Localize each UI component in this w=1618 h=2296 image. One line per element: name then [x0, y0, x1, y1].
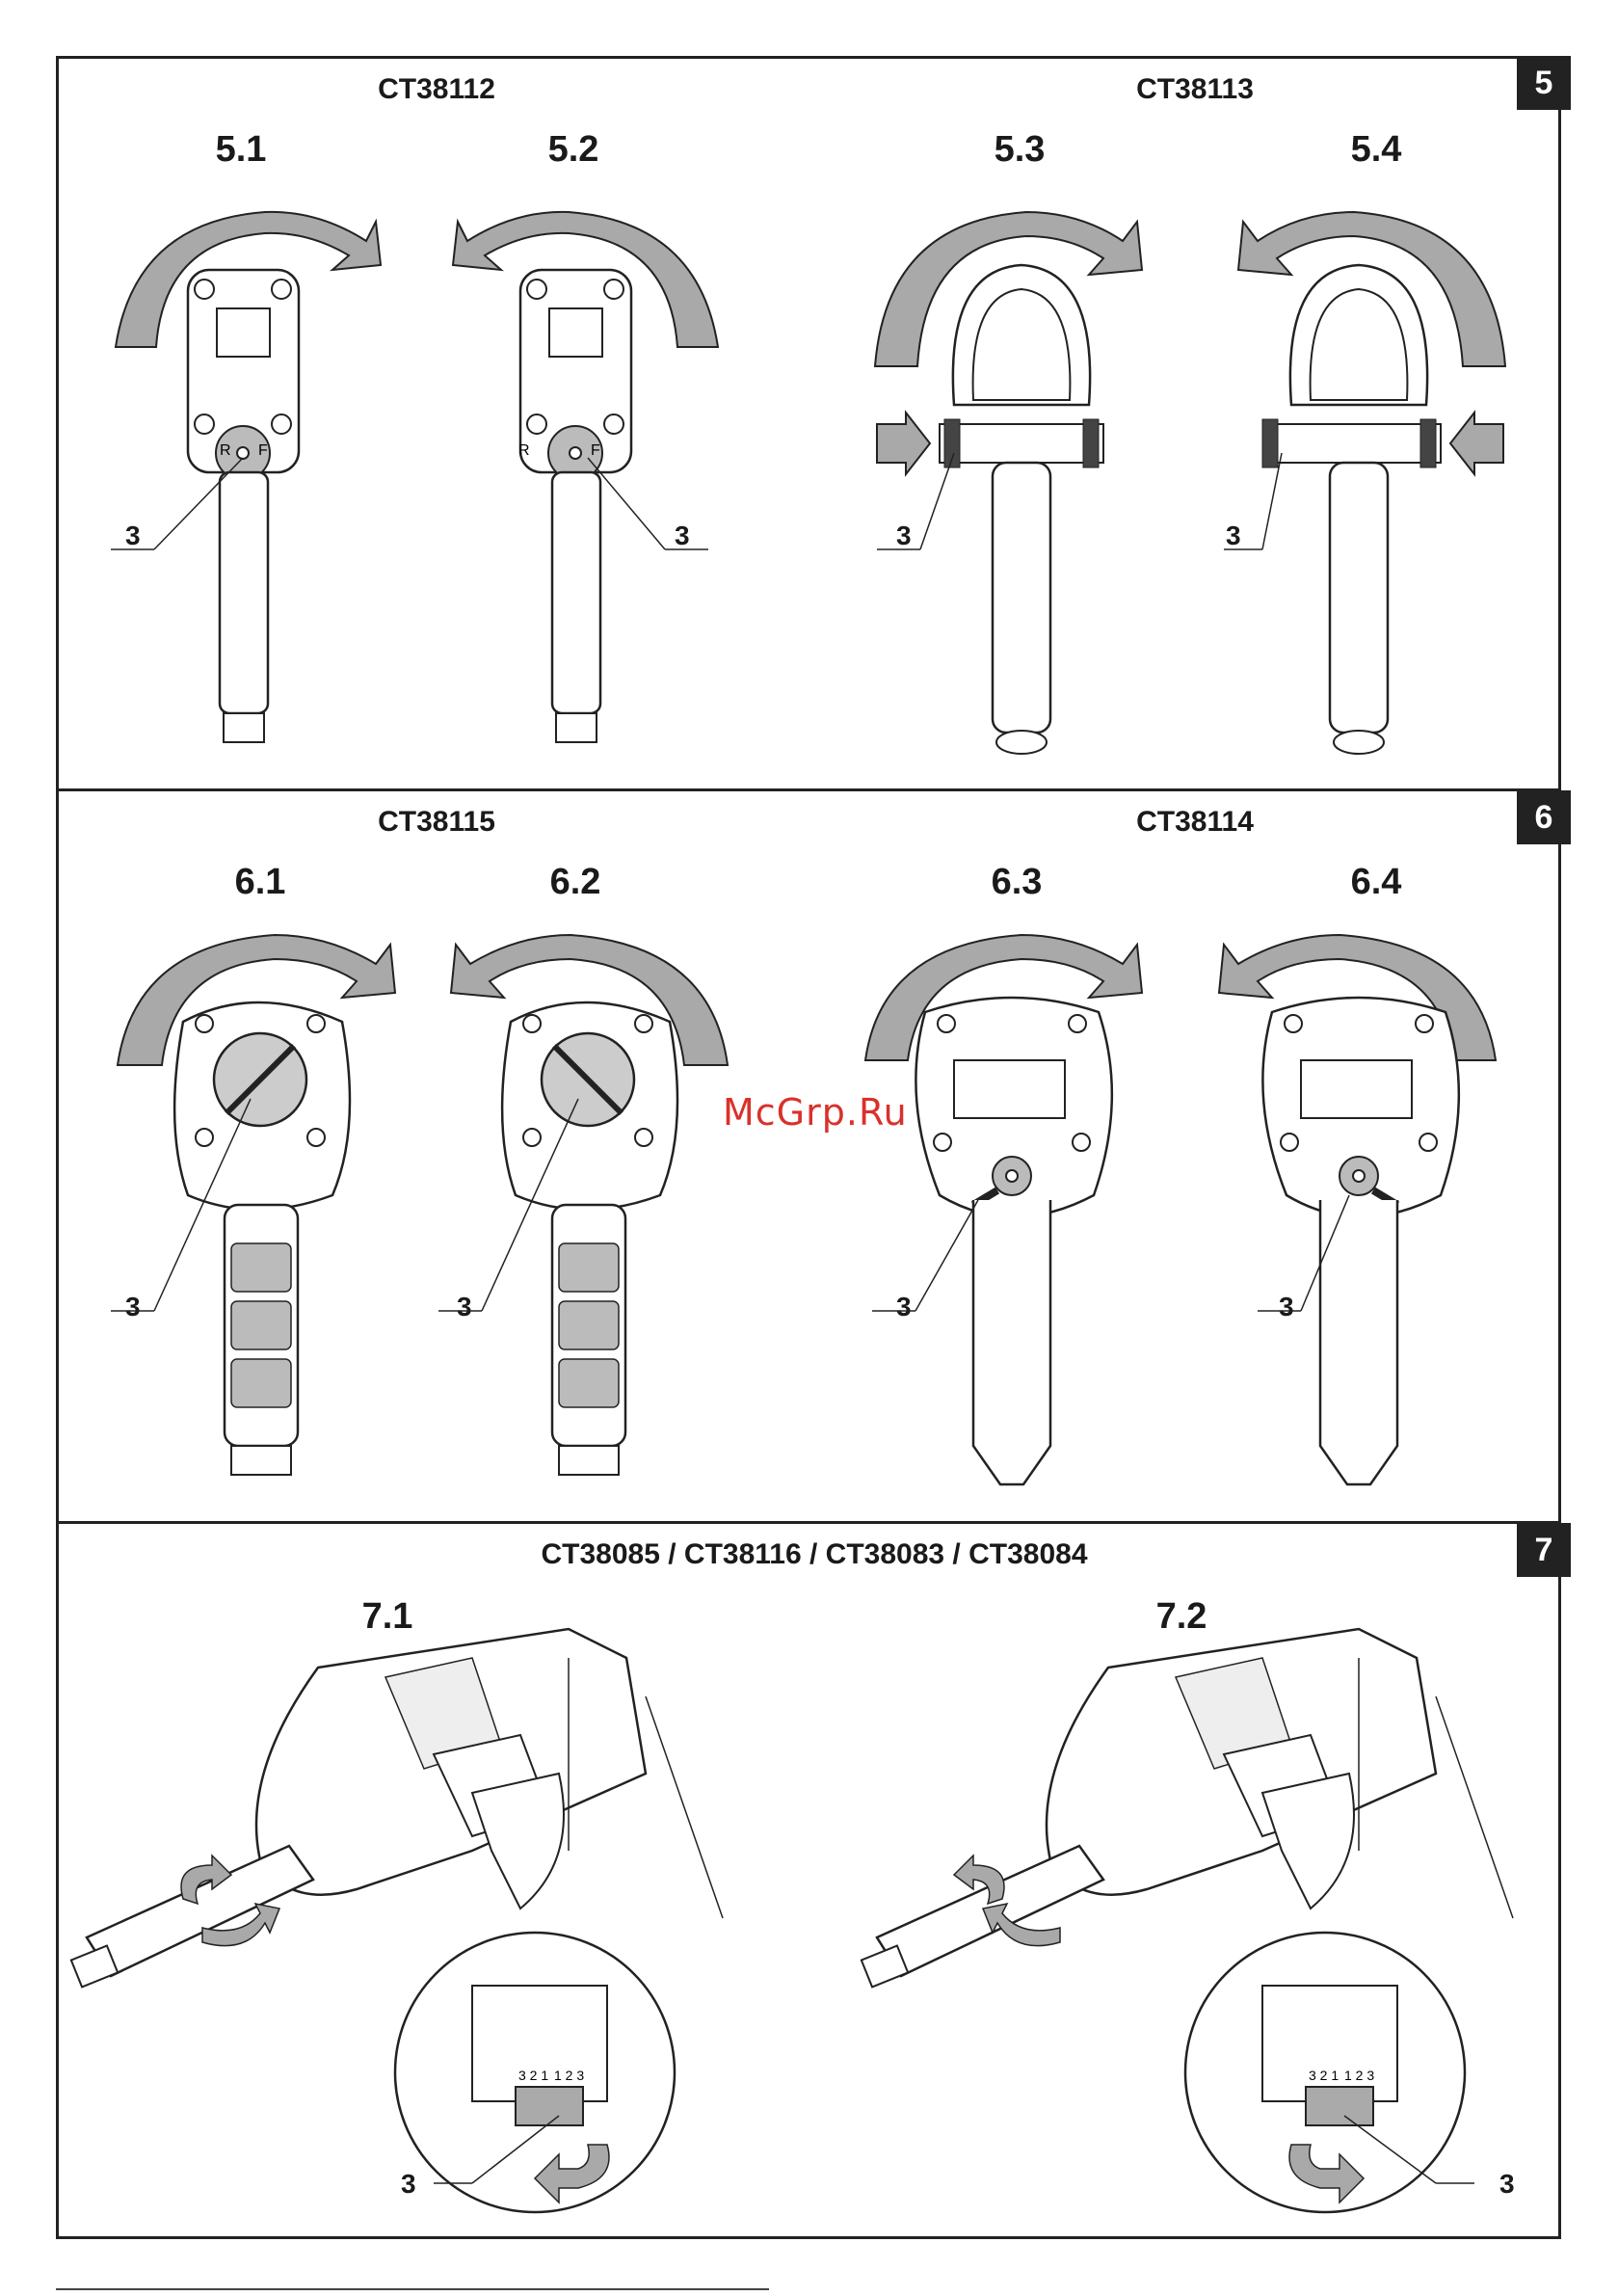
- dial-reverse-label: R: [220, 442, 231, 459]
- model-label: CT38085 / CT38116 / CT38083 / CT38084: [541, 1538, 1087, 1571]
- dial-scale-left: 3 2 1: [518, 2068, 548, 2083]
- model-label: CT38112: [378, 73, 495, 106]
- push-arrow-icon: [877, 413, 930, 474]
- figure-number: 6.3: [992, 862, 1043, 903]
- figure-number: 6.1: [235, 862, 286, 903]
- section-divider: [56, 788, 1561, 791]
- impact-wrench-icon: 3 2 1 1 2 3: [67, 1600, 761, 2236]
- impact-wrench-icon: [848, 183, 1176, 781]
- figure-number: 5.2: [548, 129, 599, 171]
- dial-forward-label: F: [591, 442, 600, 459]
- dial-reverse-label: R: [518, 442, 530, 459]
- impact-wrench-icon: [848, 906, 1166, 1504]
- impact-wrench-icon: R F: [429, 183, 737, 781]
- section-badge-7: 7: [1517, 1523, 1571, 1577]
- model-label: CT38115: [378, 806, 495, 839]
- impact-wrench-icon: [1205, 183, 1532, 781]
- figure-number: 6.2: [550, 862, 601, 903]
- section-badge-5: 5: [1517, 56, 1571, 110]
- impact-wrench-icon: [96, 906, 414, 1504]
- model-label: CT38113: [1136, 73, 1254, 106]
- figure-number: 6.4: [1351, 862, 1402, 903]
- dial-scale-left: 3 2 1: [1309, 2068, 1339, 2083]
- figure-number: 5.4: [1351, 129, 1402, 171]
- dial-scale-right: 1 2 3: [554, 2068, 584, 2083]
- impact-wrench-icon: [424, 906, 742, 1504]
- dial-scale-right: 1 2 3: [1344, 2068, 1374, 2083]
- section-badge-6: 6: [1517, 790, 1571, 844]
- model-label: CT38114: [1136, 806, 1254, 839]
- section-divider: [56, 1521, 1561, 1524]
- push-arrow-icon: [1450, 413, 1503, 474]
- footer-rule: [56, 2288, 769, 2290]
- impact-wrench-icon: [1195, 906, 1513, 1504]
- impact-wrench-icon: R F: [96, 183, 405, 781]
- figure-number: 5.3: [995, 129, 1046, 171]
- figure-number: 5.1: [216, 129, 267, 171]
- impact-wrench-icon: 3 2 1 1 2 3: [858, 1600, 1552, 2236]
- dial-forward-label: F: [258, 442, 268, 459]
